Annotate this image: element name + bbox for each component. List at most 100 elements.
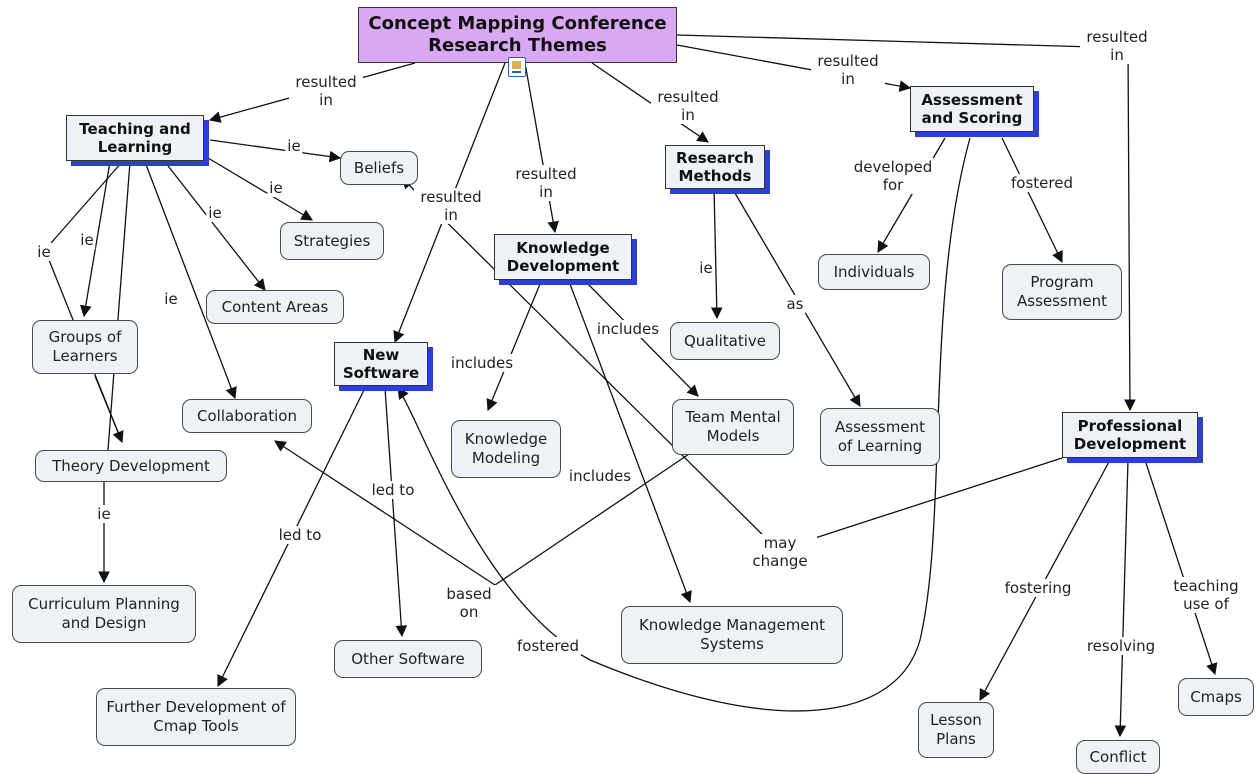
concept-program-assessment[interactable]: Program Assessment (1002, 264, 1122, 320)
concept-theory-development[interactable]: Theory Development (35, 450, 227, 482)
edge-root-research (591, 62, 709, 143)
link-label-includes-kms: includes (566, 467, 634, 485)
link-label-teaching-use-of: teaching use of (1164, 577, 1248, 613)
concept-collaboration[interactable]: Collaboration (182, 399, 312, 433)
edge-software-other (384, 387, 408, 638)
edge-kd-modeling (486, 283, 541, 412)
concept-qualitative[interactable]: Qualitative (670, 322, 780, 360)
edge-professional-cmaps (1144, 459, 1218, 676)
edge-professional-conflict (1114, 459, 1129, 738)
edge-assessment-individuals (877, 137, 946, 254)
edge-teaching-ie2 (107, 161, 131, 451)
edge-teaching-ie1 (44, 161, 123, 251)
edge-assessment-software (397, 137, 971, 712)
concept-beliefs[interactable]: Beliefs (340, 151, 418, 185)
concept-cmaps[interactable]: Cmaps (1178, 678, 1254, 716)
concept-further-label: Further Development of Cmap Tools (106, 698, 286, 735)
link-label-resulted-in-assessment: resulted in (811, 52, 885, 88)
concept-modeling-label: Knowledge Modeling (464, 430, 548, 467)
concept-other-software-label: Other Software (351, 649, 465, 668)
link-label-led-to-further: led to (273, 526, 327, 544)
root-concept-text: Concept Mapping Conference Research Them… (368, 12, 667, 57)
link-label-includes-modeling: includes (448, 354, 516, 372)
theme-research-methods[interactable]: Research Methods (665, 145, 765, 189)
concept-assessment-learning-label: Assessment of Learning (835, 418, 925, 455)
edge-kd-team (587, 283, 699, 397)
theme-research-label: Research Methods (676, 149, 754, 185)
link-label-ie-collaboration: ie (162, 290, 180, 308)
concept-groups-of-learners[interactable]: Groups of Learners (32, 320, 138, 374)
theme-software-label: New Software (342, 346, 420, 382)
link-label-may-change: may change (743, 534, 817, 570)
theme-knowledge-label: Knowledge Development (506, 239, 620, 275)
link-label-includes-team: includes (594, 320, 662, 338)
link-label-ie-qualitative: ie (697, 259, 715, 277)
link-label-based-on: based on (437, 585, 501, 621)
edge-teaching-collab (144, 161, 237, 400)
concept-qualitative-label: Qualitative (683, 331, 767, 350)
link-label-led-to-other: led to (369, 481, 417, 499)
concept-content-areas[interactable]: Content Areas (206, 290, 344, 324)
concept-strategies[interactable]: Strategies (280, 222, 384, 260)
concept-kms[interactable]: Knowledge Management Systems (621, 606, 843, 664)
link-label-resulted-in-software: resulted in (414, 188, 488, 224)
concept-team-label: Team Mental Models (685, 408, 781, 445)
edge-root-knowledge (524, 62, 559, 234)
link-label-resulted-in-research: resulted in (651, 88, 725, 124)
link-label-ie-curriculum: ie (95, 505, 113, 523)
theme-knowledge-development[interactable]: Knowledge Development (494, 234, 632, 280)
concept-knowledge-modeling[interactable]: Knowledge Modeling (451, 420, 561, 478)
link-label-ie-content: ie (206, 204, 224, 222)
concept-kms-label: Knowledge Management Systems (638, 616, 826, 653)
concept-team-mental-models[interactable]: Team Mental Models (672, 399, 794, 455)
concept-theory-label: Theory Development (52, 456, 210, 475)
theme-assessment-label: Assessment and Scoring (921, 91, 1023, 127)
concept-curriculum-label: Curriculum Planning and Design (28, 595, 180, 632)
link-label-ie-strategies: ie (267, 179, 285, 197)
theme-new-software[interactable]: New Software (334, 342, 428, 386)
edge-teaching-content (164, 161, 266, 291)
concept-conflict-label: Conflict (1089, 747, 1147, 766)
theme-professional-label: Professional Development (1073, 417, 1187, 453)
link-label-resulted-in-teaching: resulted in (289, 73, 363, 109)
concept-lesson-plans[interactable]: Lesson Plans (918, 702, 994, 758)
edge-assessment-program (1001, 137, 1063, 264)
concept-further-development[interactable]: Further Development of Cmap Tools (96, 688, 296, 746)
link-label-resulted-in-professional: resulted in (1080, 28, 1154, 64)
root-concept[interactable]: Concept Mapping Conference Research Them… (358, 7, 677, 63)
concept-individuals[interactable]: Individuals (818, 254, 930, 290)
concept-conflict[interactable]: Conflict (1076, 740, 1160, 774)
edge-kd-kms (569, 283, 692, 604)
concept-content-areas-label: Content Areas (221, 297, 329, 316)
link-label-ie-groups-1: ie (35, 243, 53, 261)
theme-professional-development[interactable]: Professional Development (1062, 412, 1198, 458)
theme-assessment-and-scoring[interactable]: Assessment and Scoring (910, 86, 1034, 132)
concept-strategies-label: Strategies (293, 231, 371, 250)
concept-groups-label: Groups of Learners (48, 328, 122, 365)
edge-research-qualitative (710, 187, 723, 320)
link-label-developed-for: developed for (846, 158, 940, 194)
concept-program-label: Program Assessment (1017, 273, 1107, 310)
link-label-resulted-in-knowledge: resulted in (509, 165, 583, 201)
concept-lesson-label: Lesson Plans (930, 711, 982, 748)
link-label-fostered-program: fostered (1009, 174, 1075, 192)
theme-teaching-and-learning[interactable]: Teaching and Learning (66, 115, 204, 161)
resource-icon[interactable] (508, 57, 526, 77)
link-label-ie-groups-2: ie (78, 231, 96, 249)
concept-assessment-of-learning[interactable]: Assessment of Learning (820, 408, 940, 466)
concept-cmaps-label: Cmaps (1190, 687, 1242, 706)
concept-individuals-label: Individuals (833, 262, 915, 281)
link-label-as: as (784, 295, 806, 313)
edge-teaching-strategies (207, 157, 314, 221)
edge-groups-theory (94, 375, 123, 443)
edge-teaching-beliefs (209, 139, 342, 163)
link-label-ie-beliefs: ie (285, 137, 303, 155)
theme-teaching-label: Teaching and Learning (79, 120, 191, 156)
link-label-resolving: resolving (1084, 637, 1158, 655)
concept-other-software[interactable]: Other Software (334, 640, 482, 678)
link-label-fostering: fostering (1002, 579, 1074, 597)
concept-curriculum-planning[interactable]: Curriculum Planning and Design (12, 585, 196, 643)
concept-collaboration-label: Collaboration (197, 406, 297, 425)
link-label-fostered-software: fostered (515, 637, 581, 655)
edge-teaching-groups (79, 161, 111, 318)
